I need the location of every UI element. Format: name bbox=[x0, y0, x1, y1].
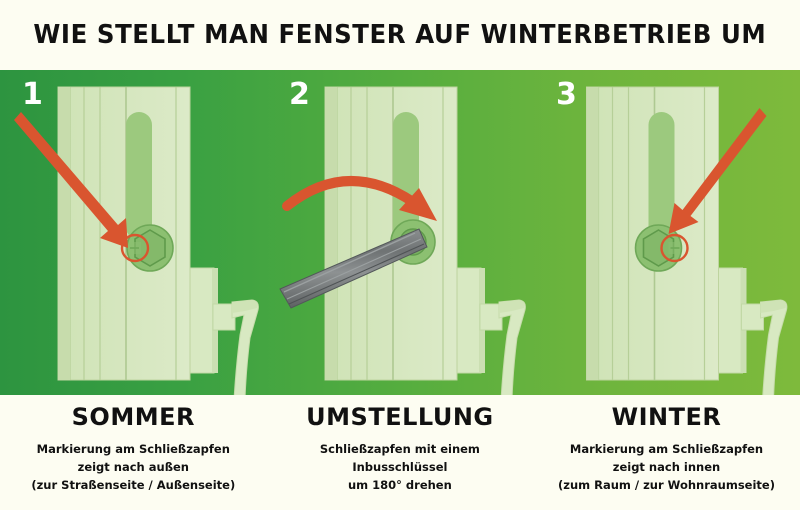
window-frame bbox=[324, 86, 458, 381]
panel-step-1: 1 bbox=[0, 70, 267, 395]
pointer-arrow bbox=[14, 112, 128, 248]
caption-text-winter: Markierung am Schließzapfen zeigt nach i… bbox=[558, 441, 775, 494]
pointer-arrow bbox=[668, 108, 767, 234]
step-number-3: 3 bbox=[556, 77, 577, 112]
locking-cam-track bbox=[126, 112, 152, 240]
title-bar: WIE STELLT MAN FENSTER AUF WINTERBETRIEB… bbox=[0, 0, 800, 70]
window-handle bbox=[187, 267, 259, 395]
caption-column-1: SOMMER Markierung am Schließzapfen zeigt… bbox=[0, 395, 267, 510]
page-title: WIE STELLT MAN FENSTER AUF WINTERBETRIEB… bbox=[33, 20, 767, 50]
caption-heading-umstellung: UMSTELLUNG bbox=[306, 403, 494, 431]
caption-column-2: UMSTELLUNG Schließzapfen mit einem Inbus… bbox=[267, 395, 534, 510]
step-number-1: 1 bbox=[22, 77, 43, 112]
caption-line: (zur Straßenseite / Außenseite) bbox=[31, 477, 236, 492]
red-marker-circle bbox=[120, 233, 150, 263]
window-illustration-2 bbox=[279, 86, 526, 395]
caption-text-umstellung: Schließzapfen mit einem Inbusschlüssel u… bbox=[320, 441, 480, 494]
caption-line: Markierung am Schließzapfen bbox=[569, 442, 764, 456]
illustration-band: 1 bbox=[0, 70, 800, 395]
caption-column-3: WINTER Markierung am Schließzapfen zeigt… bbox=[533, 395, 800, 510]
step-number-2: 2 bbox=[289, 77, 310, 112]
caption-line: um 180° drehen bbox=[347, 477, 452, 492]
caption-heading-winter: WINTER bbox=[611, 403, 722, 431]
captions-row: SOMMER Markierung am Schließzapfen zeigt… bbox=[0, 395, 800, 510]
window-illustration-1 bbox=[14, 86, 259, 395]
window-illustration-3 bbox=[586, 86, 788, 395]
caption-line: zeigt nach innen bbox=[612, 459, 721, 474]
caption-line: (zum Raum / zur Wohnraumseite) bbox=[558, 477, 775, 492]
caption-line: Inbusschlüssel bbox=[352, 459, 448, 474]
panel-step-3: 3 bbox=[534, 70, 800, 395]
caption-text-sommer: Markierung am Schließzapfen zeigt nach a… bbox=[31, 441, 235, 494]
locking-cam-track bbox=[648, 112, 675, 240]
rotation-arrow bbox=[282, 175, 437, 221]
caption-line: Markierung am Schließzapfen bbox=[36, 442, 230, 456]
caption-line: Schließzapfen mit einem bbox=[319, 442, 480, 456]
window-handle bbox=[716, 267, 788, 395]
caption-line: zeigt nach außen bbox=[77, 459, 189, 474]
red-marker-circle bbox=[660, 233, 689, 263]
allen-key bbox=[279, 228, 428, 309]
panel-step-2: 2 bbox=[267, 70, 534, 395]
caption-heading-sommer: SOMMER bbox=[71, 403, 195, 431]
window-handle bbox=[454, 267, 526, 395]
